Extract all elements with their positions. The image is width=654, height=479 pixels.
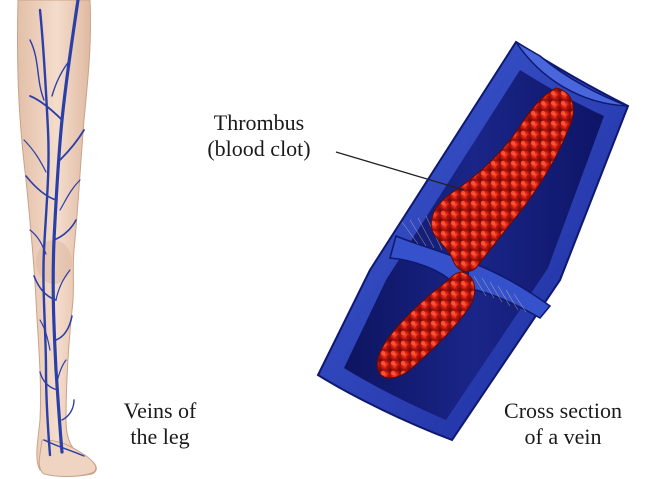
vein-cross-section [318,42,628,440]
leg-label-line1: Veins of [100,398,220,424]
foot [39,440,96,476]
vein-label: Cross section of a vein [478,398,648,450]
thrombus-label-line2: (blood clot) [184,136,334,162]
thrombus-label: Thrombus (blood clot) [184,110,334,162]
leg-label-line2: the leg [100,424,220,450]
thrombus-label-line1: Thrombus [184,110,334,136]
vein-label-line1: Cross section [478,398,648,424]
leg-label: Veins of the leg [100,398,220,450]
vein-label-line2: of a vein [478,424,648,450]
leg-illustration [17,0,96,476]
